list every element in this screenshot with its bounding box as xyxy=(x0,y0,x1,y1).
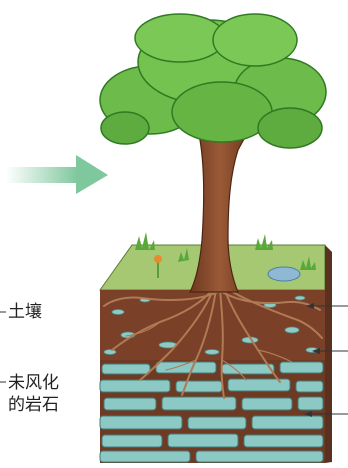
soil-label: 土壤 xyxy=(8,302,42,322)
unweathered-rock-label-line1: 未风化 xyxy=(8,373,59,393)
unweathered-rock-layer xyxy=(100,360,325,463)
unweathered-rock-label: 未风化 的岩石 xyxy=(8,372,59,416)
tree-roots xyxy=(103,287,323,399)
tree-trunk xyxy=(189,116,252,293)
unweathered-rock-label-line2: 的岩石 xyxy=(8,395,59,415)
stone-icon xyxy=(267,266,301,282)
surface-details xyxy=(135,232,316,282)
leader-arrowheads xyxy=(304,303,320,417)
flower-icon xyxy=(154,255,162,263)
ground-block xyxy=(99,244,332,463)
rock-slabs xyxy=(99,361,324,463)
tree-canopy xyxy=(99,13,327,149)
transition-arrow xyxy=(6,155,108,194)
leader-lines xyxy=(0,305,348,415)
soil-pebbles xyxy=(103,295,319,355)
